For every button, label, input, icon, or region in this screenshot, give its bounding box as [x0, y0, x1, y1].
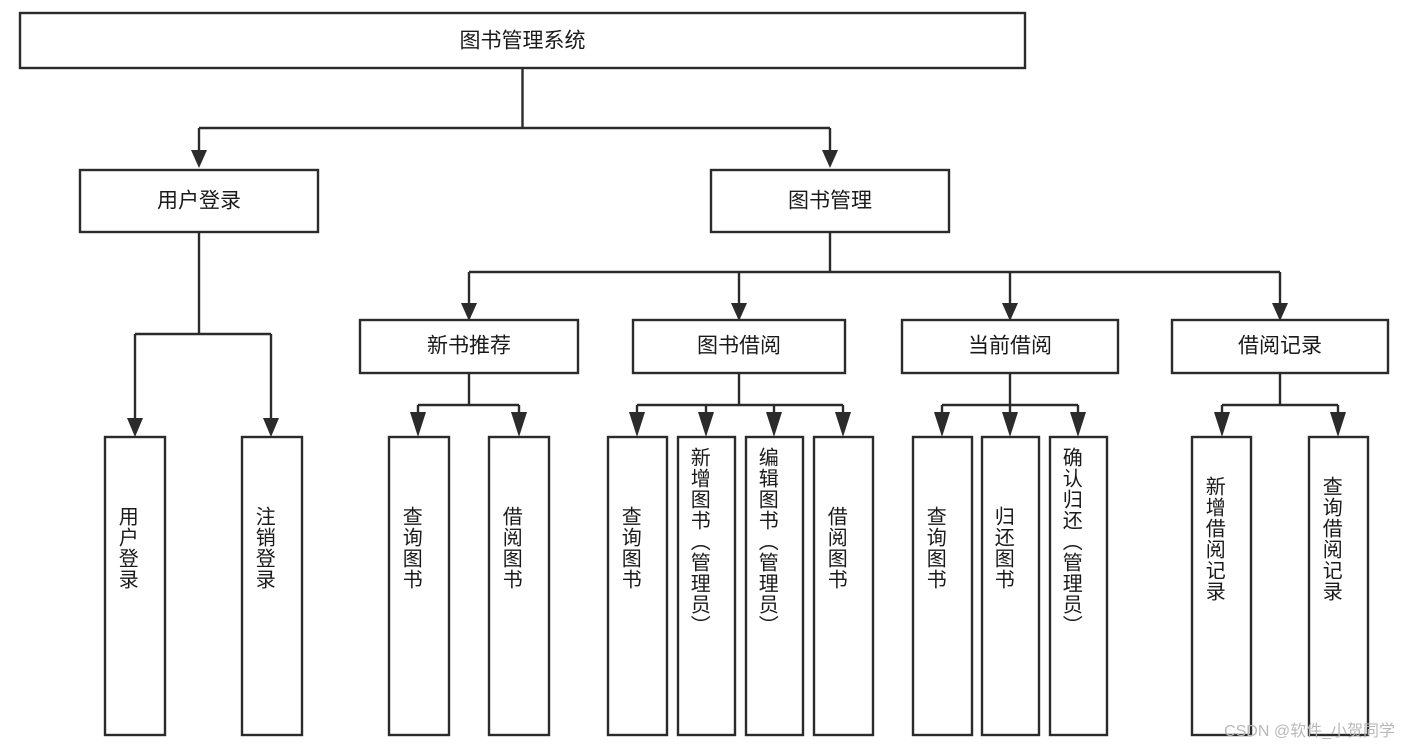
node-book-borrow-box[interactable]	[631, 318, 847, 375]
node-new-book-recommend-label: 新书推荐	[427, 335, 511, 358]
leaf-borrow-book-rec-label: 借阅图书	[499, 506, 522, 590]
node-borrow-record-label: 借阅记录	[1238, 335, 1322, 358]
leaf-query-book-borrow-box[interactable]	[606, 435, 669, 737]
leaf-query-book-current-box[interactable]	[911, 435, 974, 737]
node-user-login-box[interactable]	[78, 168, 320, 234]
leaf-query-book-rec-label: 查询图书	[399, 506, 422, 590]
node-root[interactable]: 图书管理系统	[18, 11, 1027, 70]
node-current-borrow-box[interactable]	[900, 318, 1120, 375]
leaf-user-logout-box[interactable]	[240, 435, 304, 737]
leaf-user-logout-label: 注销登录	[252, 506, 275, 590]
leaf-add-book-label: 新增图书（管理员）	[687, 447, 710, 636]
leaf-edit-book-box[interactable]	[744, 435, 805, 737]
arrow-borrow-record	[1272, 303, 1288, 321]
leaf-query-book-rec-box[interactable]	[387, 435, 451, 737]
node-book-manage-box[interactable]	[709, 168, 951, 234]
node-user-login[interactable]: 用户登录	[78, 168, 320, 234]
leaf-query-record-box[interactable]	[1307, 435, 1370, 737]
node-new-book-recommend[interactable]: 新书推荐	[358, 318, 580, 375]
arrow-book-manage	[822, 150, 838, 168]
node-current-borrow-label: 当前借阅	[968, 335, 1052, 358]
node-book-borrow-label: 图书借阅	[697, 335, 781, 358]
arrow-leaf-add-book	[698, 412, 714, 437]
node-user-login-label: 用户登录	[157, 190, 241, 213]
leaf-confirm-return-label: 确认归还（管理员）	[1059, 447, 1082, 636]
arrow-user-login	[191, 150, 207, 168]
node-root-box[interactable]	[18, 11, 1027, 70]
leaf-query-record-label: 查询借阅记录	[1319, 476, 1342, 602]
node-new-book-recommend-box[interactable]	[358, 318, 580, 375]
leaf-return-book-label: 归还图书	[991, 506, 1014, 590]
arrow-new-book-recommend	[461, 303, 477, 321]
node-book-manage-label: 图书管理	[788, 190, 872, 213]
arrow-leaf-borrow-book-rec	[511, 412, 527, 437]
leaf-borrow-book-label: 借阅图书	[824, 506, 847, 590]
node-root-label: 图书管理系统	[460, 30, 586, 53]
leaf-borrow-book-box[interactable]	[812, 435, 875, 737]
csdn-watermark: CSDN @软件_小贺同学	[1224, 723, 1395, 740]
connector-group	[127, 68, 1346, 437]
leaf-return-book-box[interactable]	[980, 435, 1041, 737]
leaf-add-record-label: 新增借阅记录	[1202, 476, 1225, 602]
leaf-user-login-box[interactable]	[103, 435, 167, 737]
arrow-leaf-user-login	[127, 418, 143, 437]
leaf-add-book-box[interactable]	[676, 435, 737, 737]
leaf-edit-book-label: 编辑图书（管理员）	[755, 447, 778, 636]
node-book-borrow[interactable]: 图书借阅	[631, 318, 847, 375]
arrow-leaf-confirm-return	[1070, 412, 1086, 437]
node-book-manage[interactable]: 图书管理	[709, 168, 951, 234]
node-borrow-record-box[interactable]	[1170, 318, 1390, 375]
arrow-leaf-edit-book	[766, 412, 782, 437]
arrow-leaf-return-book	[1002, 412, 1018, 437]
arrow-leaf-query-record	[1330, 412, 1346, 437]
leaf-query-book-current-label: 查询图书	[923, 506, 946, 590]
leaf-box-group	[103, 435, 1370, 737]
arrow-book-borrow	[731, 303, 747, 321]
node-current-borrow[interactable]: 当前借阅	[900, 318, 1120, 375]
arrow-leaf-borrow-book	[835, 412, 851, 437]
arrow-leaf-query-book-rec	[410, 412, 426, 437]
leaf-confirm-return-box[interactable]	[1048, 435, 1109, 737]
arrow-leaf-user-logout	[263, 418, 279, 437]
arrow-leaf-add-record	[1214, 412, 1230, 437]
leaf-query-book-borrow-label: 查询图书	[618, 506, 641, 590]
node-borrow-record[interactable]: 借阅记录	[1170, 318, 1390, 375]
arrow-current-borrow	[1002, 303, 1018, 321]
leaf-borrow-book-rec-box[interactable]	[487, 435, 551, 737]
leaf-user-login-label: 用户登录	[115, 506, 138, 590]
leaf-add-record-box[interactable]	[1190, 435, 1253, 737]
arrow-leaf-query-book-current	[934, 412, 950, 437]
arrow-leaf-query-book-borrow	[629, 412, 645, 437]
